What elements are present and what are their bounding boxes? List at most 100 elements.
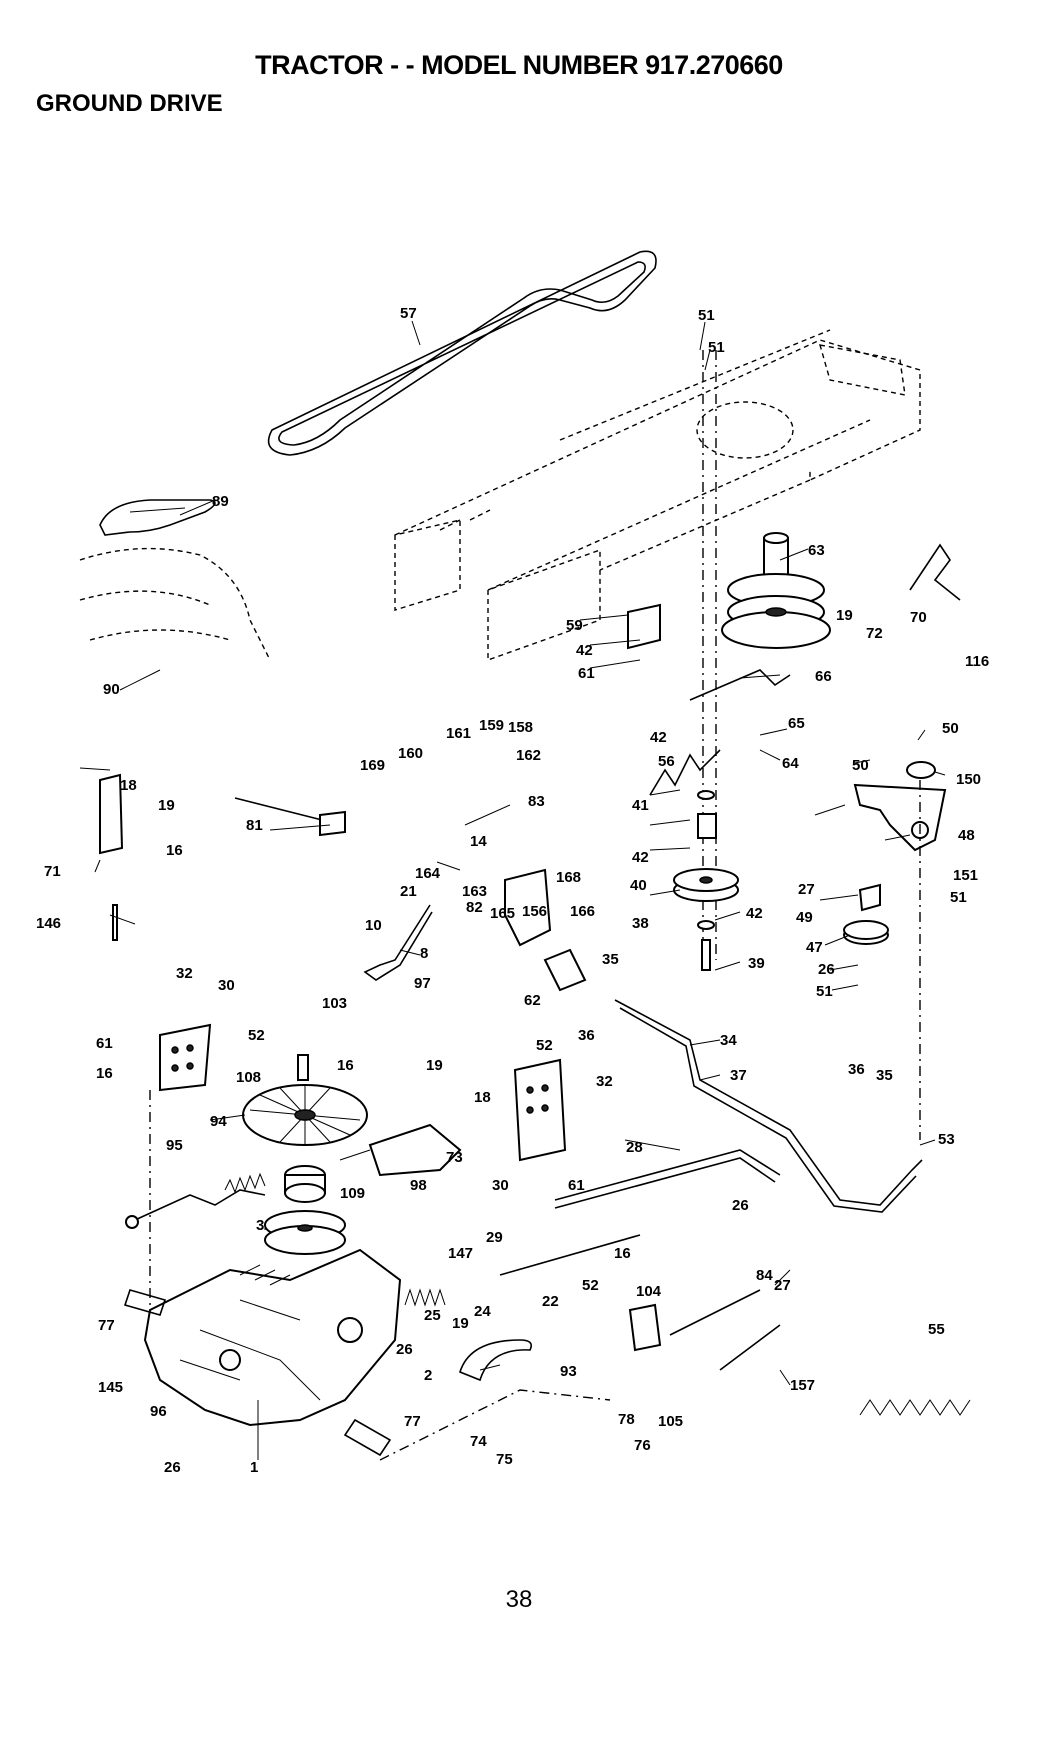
callout-74: 74 [470, 1433, 487, 1450]
mounting-bracket-30-right [513, 1058, 567, 1162]
idler-pulley-38 [673, 790, 739, 971]
callout-49: 49 [796, 909, 813, 926]
callout-labels: 57 51 51 89 63 19 72 70 116 59 42 61 66 … [36, 305, 989, 1476]
callout-19: 19 [426, 1057, 443, 1074]
bracket-104 [628, 1303, 662, 1352]
callout-78: 78 [618, 1411, 635, 1428]
callout-64: 64 [782, 755, 799, 772]
callout-146: 146 [36, 915, 61, 932]
callout-26: 26 [396, 1341, 413, 1358]
idler-bracket-48 [843, 761, 947, 1140]
page-title: TRACTOR - - MODEL NUMBER 917.270660 [255, 50, 783, 80]
callout-42: 42 [650, 729, 667, 746]
brake-bracket-165 [504, 868, 552, 947]
callout-35: 35 [876, 1067, 893, 1084]
callout-162: 162 [516, 747, 541, 764]
shift-rod-95 [134, 1189, 266, 1221]
callout-19: 19 [452, 1315, 469, 1332]
callout-166: 166 [570, 903, 595, 920]
callout-27: 27 [774, 1277, 791, 1294]
callout-73: 73 [446, 1149, 463, 1166]
callout-50: 50 [852, 757, 869, 774]
callout-150: 150 [956, 771, 981, 788]
callout-37: 37 [730, 1067, 747, 1084]
pedal-rod-8 [363, 904, 433, 981]
callout-96: 96 [150, 1403, 167, 1420]
callout-160: 160 [398, 745, 423, 762]
callout-42: 42 [576, 642, 593, 659]
callout-25: 25 [424, 1307, 441, 1324]
callout-147: 147 [448, 1245, 473, 1262]
callout-84: 84 [756, 1267, 773, 1284]
drive-belt-57 [267, 250, 657, 456]
bolt-146 [112, 904, 118, 941]
callout-28: 28 [626, 1139, 643, 1156]
callout-82: 82 [466, 899, 483, 916]
spring-55 [859, 1399, 971, 1416]
callout-76: 76 [634, 1437, 651, 1454]
callout-157: 157 [790, 1377, 815, 1394]
sleeve-62 [543, 948, 587, 992]
callout-2: 2 [424, 1367, 432, 1384]
callout-14: 14 [470, 833, 487, 850]
callout-94: 94 [210, 1113, 227, 1130]
fender-89 [79, 499, 271, 661]
tractor-frame [394, 329, 921, 661]
callout-16: 16 [614, 1245, 631, 1262]
callout-16: 16 [337, 1057, 354, 1074]
callout-51: 51 [816, 983, 833, 1000]
callout-71: 71 [44, 863, 61, 880]
callout-75: 75 [496, 1451, 513, 1468]
callout-34: 34 [720, 1032, 737, 1049]
callout-26: 26 [732, 1197, 749, 1214]
callout-41: 41 [632, 797, 649, 814]
leader-lines [79, 320, 946, 1460]
spring-25 [404, 1288, 446, 1307]
callout-18: 18 [120, 777, 137, 794]
callout-27: 27 [798, 881, 815, 898]
callout-3: 3 [256, 1217, 264, 1234]
bracket-59 [627, 603, 661, 650]
callout-66: 66 [815, 668, 832, 685]
callout-109: 109 [340, 1185, 365, 1202]
hose-93 [459, 1339, 533, 1382]
link-157 [669, 1289, 781, 1371]
callout-30: 30 [492, 1177, 509, 1194]
callout-62: 62 [524, 992, 541, 1009]
callout-77: 77 [404, 1413, 421, 1430]
callout-55: 55 [928, 1321, 945, 1338]
callout-156: 156 [522, 903, 547, 920]
callout-83: 83 [528, 793, 545, 810]
callout-168: 168 [556, 869, 581, 886]
callout-63: 63 [808, 542, 825, 559]
wire-70 [909, 543, 961, 601]
callout-38: 38 [632, 915, 649, 932]
callout-98: 98 [410, 1177, 427, 1194]
bracket-73 [368, 1123, 462, 1177]
callout-39: 39 [748, 955, 765, 972]
callout-32: 32 [176, 965, 193, 982]
callout-103: 103 [322, 995, 347, 1012]
callout-65: 65 [788, 715, 805, 732]
wire-41 [649, 749, 721, 796]
pulley-109 [284, 1165, 326, 1203]
callout-24: 24 [474, 1303, 491, 1320]
wire-66 [689, 669, 791, 701]
callout-151: 151 [953, 867, 978, 884]
callout-42: 42 [746, 905, 763, 922]
callout-77: 77 [98, 1317, 115, 1334]
shift-rod-knob [125, 1215, 139, 1229]
transmission-pulley-63 [721, 532, 831, 649]
callout-169: 169 [360, 757, 385, 774]
callout-108: 108 [236, 1069, 261, 1086]
callout-93: 93 [560, 1363, 577, 1380]
rod-81-bracket [319, 810, 346, 837]
callout-165: 165 [490, 905, 515, 922]
callout-72: 72 [866, 625, 883, 642]
callout-95: 95 [166, 1137, 183, 1154]
callout-1: 1 [250, 1459, 258, 1476]
callout-51: 51 [708, 339, 725, 356]
page-number: 38 [505, 1586, 533, 1613]
callout-90: 90 [103, 681, 120, 698]
